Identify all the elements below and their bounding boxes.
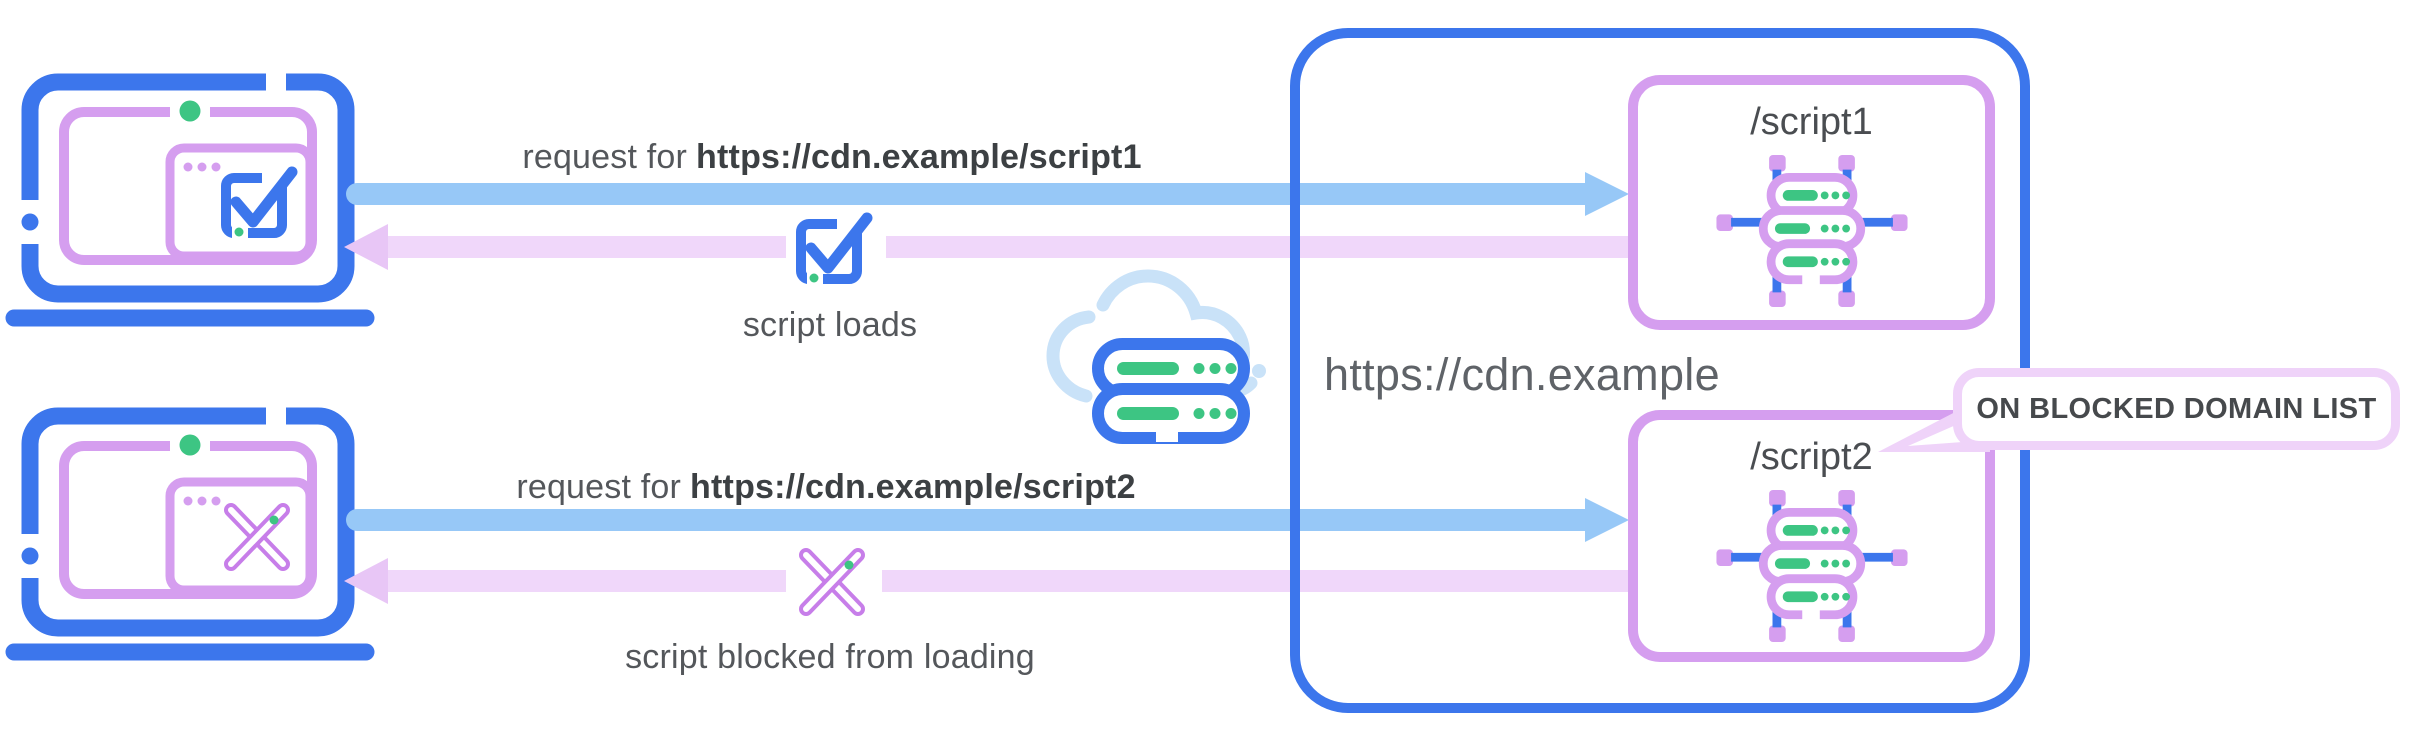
request-url: https://cdn.example/script2 <box>690 468 1136 506</box>
response-arrow-script1 <box>344 224 1630 270</box>
cdn-domain-label: https://cdn.example <box>1324 349 1720 400</box>
cloud-server-icon <box>1046 269 1266 444</box>
script1-path-label: /script1 <box>1750 101 1873 143</box>
request-arrow-script2 <box>346 498 1629 542</box>
blocked-domain-callout-label: ON BLOCKED DOMAIN LIST <box>1976 392 2377 425</box>
response-arrow-script2 <box>344 558 1630 604</box>
server-cluster-icon <box>1714 488 1909 644</box>
endpoint-script1-box: /script1 <box>1628 75 1995 330</box>
checkbox-checked-icon <box>786 206 886 294</box>
laptop-cross-icon <box>14 404 366 652</box>
blocked-cross-icon <box>786 542 882 626</box>
request-arrow-script1 <box>346 172 1629 216</box>
laptop-check-icon <box>14 70 366 318</box>
blocked-domain-callout: ON BLOCKED DOMAIN LIST <box>1953 368 2400 450</box>
request-url: https://cdn.example/script1 <box>696 138 1142 176</box>
result-label-script2: script blocked from loading <box>625 638 1035 676</box>
request-prefix: request for <box>516 468 682 506</box>
server-cluster-icon <box>1714 153 1909 309</box>
script2-path-label: /script2 <box>1750 436 1873 478</box>
result-label-script1: script loads <box>742 306 918 344</box>
request-prefix: request for <box>522 138 688 176</box>
